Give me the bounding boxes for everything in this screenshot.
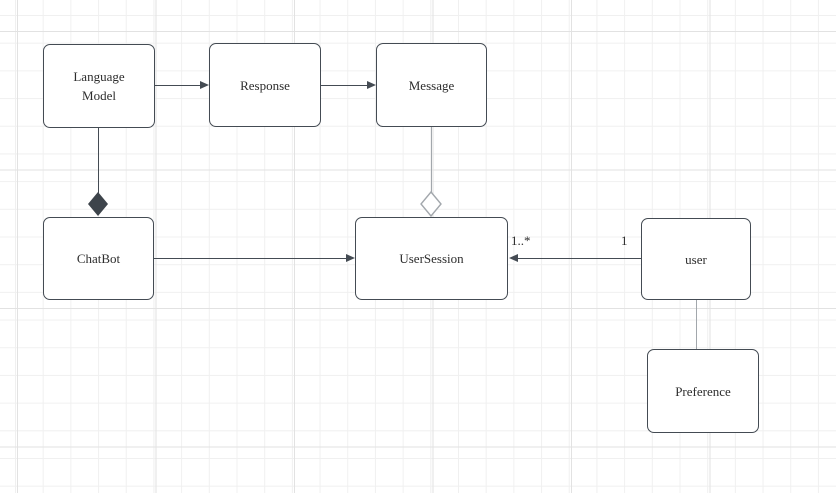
node-label: Message [408, 77, 455, 93]
class-node-message[interactable]: Message [376, 43, 487, 127]
node-label: Response [240, 77, 290, 93]
edge-user-preference[interactable] [695, 300, 697, 349]
edge-languagemodel-chatbot[interactable] [97, 128, 99, 193]
multiplicity-label-usersession-end[interactable]: 1..* [511, 233, 531, 248]
arrowhead-icon [200, 81, 209, 89]
composition-diamond-icon [88, 192, 108, 216]
node-label: ChatBot [76, 251, 121, 266]
edge-chatbot-usersession[interactable] [154, 258, 347, 259]
node-label: Language Model [73, 69, 125, 103]
node-label: UserSession [399, 251, 464, 266]
arrowhead-icon [367, 81, 376, 89]
arrowhead-icon [509, 254, 518, 262]
multiplicity-label-user-end[interactable]: 1 [621, 233, 628, 248]
class-node-language-model[interactable]: Language Model [43, 44, 155, 128]
class-node-preference[interactable]: Preference [647, 349, 759, 433]
class-node-usersession[interactable]: UserSession [355, 217, 508, 300]
arrowhead-icon [346, 254, 355, 262]
node-label: Preference [675, 383, 731, 399]
edge-user-usersession[interactable] [518, 258, 641, 259]
aggregation-diamond-icon [420, 191, 442, 217]
edge-message-usersession[interactable] [430, 127, 432, 193]
class-node-response[interactable]: Response [209, 43, 321, 127]
node-label: user [685, 251, 707, 267]
edge-response-message[interactable] [321, 85, 368, 86]
edge-languagemodel-response[interactable] [155, 85, 201, 86]
class-node-chatbot[interactable]: ChatBot [43, 217, 154, 300]
class-node-user[interactable]: user [641, 218, 751, 300]
